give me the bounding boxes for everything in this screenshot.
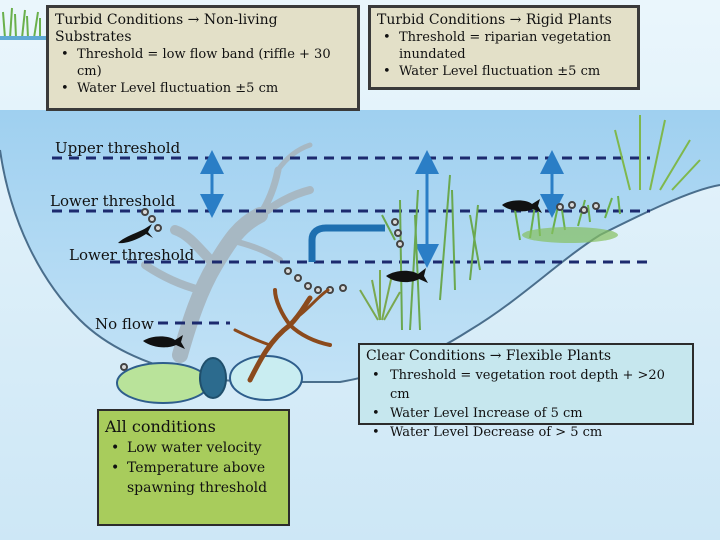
box-bullet: Threshold = riparian vegetation inundate… <box>377 29 631 63</box>
box-bullet: Water Level Decrease of > 5 cm <box>366 423 686 442</box>
clear-flexible-plants-box: Clear Conditions → Flexible Plants Thres… <box>358 343 694 442</box>
box-title: All conditions <box>105 417 216 436</box>
turbid-nonliving-substrates-box: Turbid Conditions → Non-living Substrate… <box>46 5 360 111</box>
box-bullet: Threshold = vegetation root depth + >20 … <box>366 366 686 404</box>
box-bullet: Temperature above spawning threshold <box>105 458 282 498</box>
aquatic-plant <box>359 270 401 321</box>
grass-topright <box>614 115 701 191</box>
turbid-rigid-plants-box: Turbid Conditions → Rigid Plants Thresho… <box>368 5 640 90</box>
box-title: Turbid Conditions → Rigid Plants <box>377 12 612 28</box>
lower-threshold-label-2: Lower threshold <box>69 246 195 264</box>
box-bullet: Water Level fluctuation ±5 cm <box>377 63 631 80</box>
upper-threshold-label: Upper threshold <box>55 139 181 157</box>
box-title: Turbid Conditions → Non-living Substrate… <box>55 12 278 45</box>
fish <box>118 199 542 349</box>
box-bullet: Threshold = low flow band (riffle + 30 c… <box>55 46 351 80</box>
culvert-pipe <box>308 224 385 262</box>
box-bullet: Water Level fluctuation ±5 cm <box>55 80 351 97</box>
no-flow-label: No flow <box>95 315 154 333</box>
all-conditions-box: All conditions Low water velocity Temper… <box>97 409 290 526</box>
grass-topleft <box>2 7 41 39</box>
box-title: Clear Conditions → Flexible Plants <box>366 348 612 364</box>
box-bullet: Low water velocity <box>105 438 282 458</box>
woody-debris <box>233 288 332 383</box>
bottom-rocks <box>116 355 303 404</box>
lower-threshold-label: Lower threshold <box>50 192 176 210</box>
box-bullet: Water Level Increase of 5 cm <box>366 404 686 423</box>
water-level-arrows <box>200 150 564 268</box>
reeds-right <box>381 174 481 331</box>
pebbles <box>120 201 600 382</box>
